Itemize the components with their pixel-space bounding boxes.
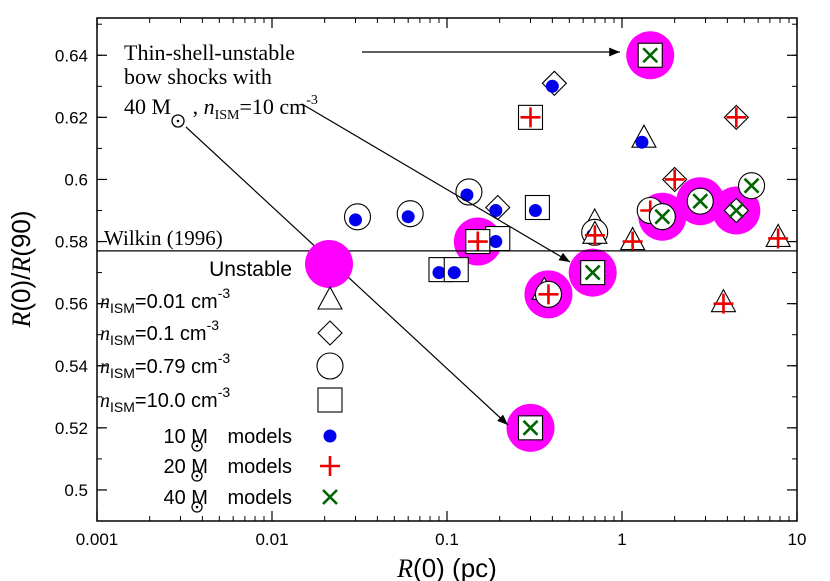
legend-cross-swatch	[322, 489, 338, 505]
legend-square-swatch	[317, 387, 343, 413]
annotation-line-1: Thin-shell-unstable	[124, 40, 295, 65]
data-point	[723, 104, 750, 131]
y-tick-label: 0.54	[55, 357, 88, 376]
y-tick-label: 0.62	[55, 108, 88, 127]
y-tick-label: 0.6	[64, 170, 88, 189]
data-point	[765, 223, 792, 249]
y-tick-label: 0.5	[64, 481, 88, 500]
annotation-line-3: 40 M , nISM=10 cm-3	[124, 93, 318, 123]
y-tick-label: 0.58	[55, 233, 88, 252]
sun-symbol-dot	[195, 474, 199, 478]
y-tick-label: 0.52	[55, 419, 88, 438]
data-point	[637, 42, 663, 68]
sun-symbol-icon	[191, 440, 203, 452]
legend-unstable-label: Unstable	[209, 258, 292, 281]
x-tick-label: 0.1	[435, 530, 459, 549]
sun-symbol-dot	[195, 505, 199, 509]
x-axis-label: R(0) (pc)	[396, 553, 497, 581]
legend-diamond-swatch	[317, 320, 343, 346]
dot-marker	[401, 210, 415, 224]
data-point	[524, 194, 550, 221]
cross-marker	[584, 264, 601, 281]
data-point	[443, 257, 469, 283]
dot-marker	[635, 135, 649, 149]
data-point	[710, 288, 737, 314]
data-point	[343, 203, 372, 231]
cross-marker	[642, 47, 659, 64]
plus-marker	[726, 107, 747, 128]
annotation-arrow-middle	[301, 103, 571, 263]
dot-marker	[348, 213, 362, 227]
cross-marker	[692, 193, 709, 210]
x-tick-label: 0.001	[76, 530, 119, 549]
legend-plus-swatch	[320, 456, 340, 476]
sun-symbol-dot	[195, 444, 199, 448]
y-axis-label: R(0)/R(90)	[6, 210, 36, 328]
data-points-layer	[343, 42, 792, 441]
plus-marker	[622, 231, 643, 252]
data-point	[661, 166, 688, 193]
dot-marker	[432, 266, 446, 280]
legend-mass-label: 10 M models	[164, 426, 293, 448]
data-point	[534, 280, 563, 308]
data-point	[455, 178, 483, 206]
sun-symbol-icon	[191, 470, 203, 482]
data-point	[517, 104, 544, 130]
dot-marker	[447, 266, 461, 280]
legend-triangle-swatch	[317, 285, 343, 310]
sun-symbol-icon	[171, 114, 185, 128]
data-point	[465, 229, 491, 255]
legend-density-label: nISM=10.0 cm-3	[100, 384, 230, 415]
plus-marker	[713, 293, 734, 314]
sun-symbol-dot	[176, 119, 180, 123]
wilkin-reference-label: Wilkin (1996)	[104, 226, 223, 250]
plus-marker	[584, 225, 605, 246]
x-tick-label: 1	[617, 530, 626, 549]
data-point	[631, 124, 657, 149]
cross-marker	[522, 419, 539, 436]
annotation-line-2: bow shocks with	[124, 64, 272, 89]
data-point	[648, 203, 676, 231]
y-tick-label: 0.64	[55, 46, 88, 65]
legend-mass-label: 40 M models	[164, 487, 293, 509]
x-tick-label: 10	[788, 530, 807, 549]
dot-marker	[545, 79, 559, 93]
legend-circle-swatch	[316, 352, 344, 380]
y-tick-label: 0.56	[55, 295, 88, 314]
data-point	[580, 260, 606, 286]
legend-density-label: nISM=0.01 cm-3	[100, 285, 230, 316]
plus-marker	[467, 231, 488, 252]
plus-marker	[768, 228, 789, 249]
data-point	[738, 172, 766, 200]
plus-marker	[520, 107, 541, 128]
cross-marker	[728, 202, 745, 219]
dot-marker	[489, 204, 503, 218]
legend-unstable-swatch	[305, 240, 353, 288]
data-point	[723, 197, 750, 224]
x-tick-label: 0.01	[255, 530, 288, 549]
cross-marker	[743, 177, 760, 194]
data-point	[517, 415, 544, 441]
legend-dot-swatch	[323, 429, 337, 443]
data-point	[619, 226, 646, 252]
dot-marker	[528, 204, 542, 218]
cross-marker	[654, 208, 671, 225]
legend-density-label: nISM=0.1 cm-3	[100, 317, 219, 348]
plus-marker	[664, 169, 685, 190]
plus-marker	[538, 284, 559, 305]
data-point	[686, 187, 714, 215]
dot-marker	[489, 235, 503, 249]
axes-layer: 0.001 0.01 0.1 1 10 0.5 0.52 0.54 0.56 0.58 0.6 0.6…	[6, 17, 807, 581]
data-point	[485, 194, 511, 221]
sun-symbol-icon	[191, 501, 203, 513]
legend-mass-label: 20 M models	[164, 456, 293, 478]
data-point	[396, 200, 424, 228]
dot-marker	[460, 188, 474, 202]
data-point	[581, 220, 608, 246]
data-point	[541, 70, 568, 97]
legend-density-label: nISM=0.79 cm-3	[100, 350, 230, 381]
